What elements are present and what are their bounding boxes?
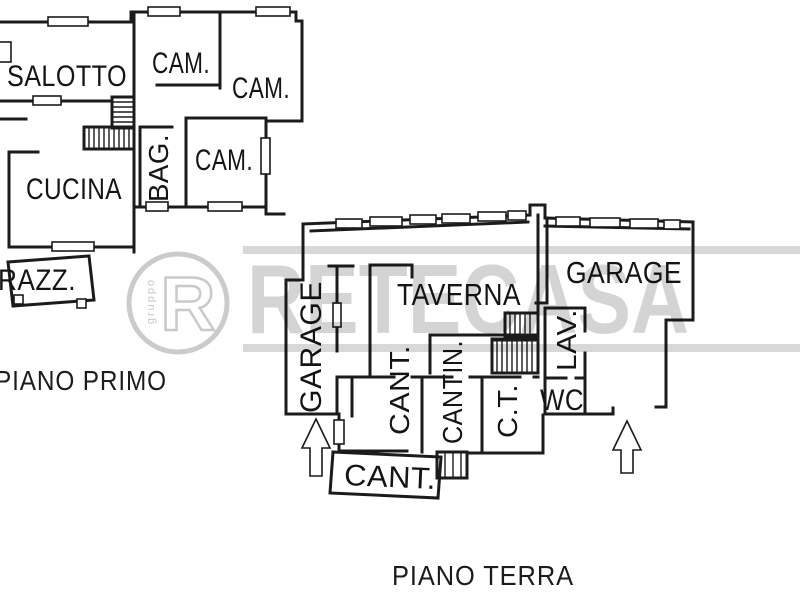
floor-title-piano-terra: PIANO TERRA [392,560,574,591]
room-label-terrazza: RAZZ. [0,264,76,297]
staircase-first-floor [88,101,134,149]
room-label-cam-3: CAM. [195,144,253,177]
retecasa-watermark: R gruppo RETECASA [126,244,800,355]
room-label-salotto: SALOTTO [7,60,127,93]
piano-primo-plan: SALOTTO CAM. CAM. CUCINA BAG. CAM. RAZZ.… [0,6,304,396]
piano-primo-windows [0,6,291,252]
room-label-cam-1: CAM. [152,47,210,80]
retecasa-logo-circle [126,251,230,355]
room-label-garage-right: GARAGE [566,255,682,290]
room-label-ct: C.T. [492,384,523,438]
left-entrance-arrow-icon [300,417,332,477]
room-label-cucina: CUCINA [26,173,122,206]
retecasa-logo-subtext: gruppo [145,278,157,324]
terrace-outline [6,254,96,309]
room-label-cam-2: CAM. [232,72,290,105]
piano-terra-windows [332,210,681,445]
watermark-top-bar [243,246,800,254]
floor-title-piano-primo: PIANO PRIMO [0,365,167,396]
room-label-cant-1: CANT. [384,345,415,435]
room-label-bagno: BAG. [143,134,174,202]
retecasa-watermark-text: RETECASA [247,244,689,354]
room-label-cantin: CANTIN. [437,340,468,444]
piano-primo-walls [0,10,304,254]
right-entrance-arrow-icon [611,419,643,474]
staircase-ground-floor [444,313,533,477]
room-label-lav: LAV. [551,309,582,371]
retecasa-logo-letter: R [161,262,216,347]
room-label-taverna: TAVERNA [397,277,521,312]
watermark-bottom-bar [243,344,800,352]
room-label-wc: WC [540,384,584,417]
room-label-cant-bottom: CANT. [343,459,436,496]
